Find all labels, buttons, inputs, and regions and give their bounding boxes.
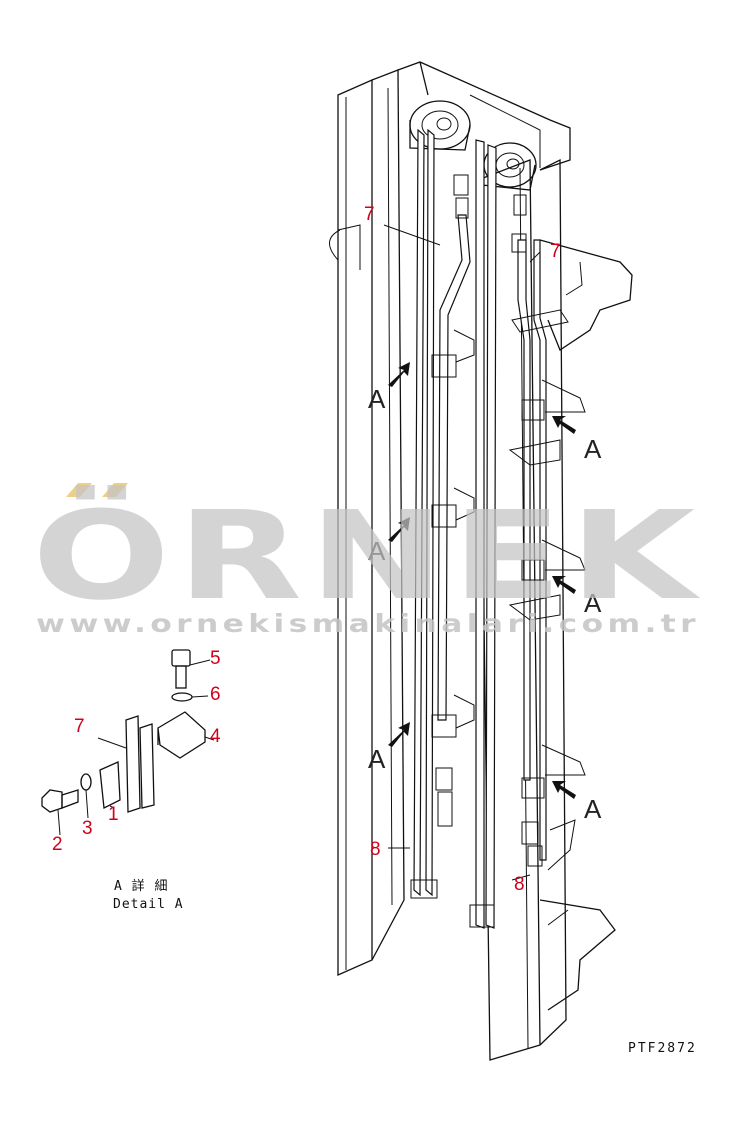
leader-lines [383,224,541,881]
washer-3 [80,773,92,791]
watermark-brand: ÖRNEK [32,485,702,627]
detail-caption-en: Detail A [113,897,184,912]
drawing-code: PTF2872 [628,1041,697,1056]
watermark: ÖRNEK www.ornekismakinalari.com.tr [32,483,702,638]
watermark-umlaut-left [66,483,92,497]
bolt-2 [41,789,79,813]
bolt-5 [171,649,191,689]
detail-a-exploded-view [41,649,215,836]
detail-leaders [57,659,215,836]
bracket-4 [157,711,206,759]
view-arrows [388,362,576,799]
callout-5: 5 [210,648,221,669]
callout-7-left: 7 [364,204,375,225]
callout-8-right: 8 [514,874,525,895]
view-marker-a: A [368,536,386,566]
view-marker-a: A [584,434,602,464]
view-marker-a: A [584,794,602,824]
hose-clamps-right [508,309,586,799]
view-marker-a: A [368,384,386,414]
callout-2: 2 [52,834,63,855]
callout-6: 6 [210,684,221,705]
washer-6 [171,692,193,702]
clamp-1 [99,761,121,810]
callout-8-left: 8 [370,839,381,860]
mast-top-crossmember [397,61,571,171]
left-sheave-pulley [409,100,471,151]
left-hose-bundle [413,128,497,929]
right-hose-bundle [517,239,547,861]
hose-clamps-left [431,329,475,738]
hose-fittings [410,174,543,928]
callout-4: 4 [210,726,221,747]
rail-plates [125,715,155,813]
outer-mast-rail-left [329,69,405,976]
callout-7-right: 7 [550,241,561,262]
view-marker-a: A [584,588,602,618]
detail-caption-jp: A 詳 細 [114,878,168,894]
callout-3: 3 [82,818,93,839]
callout-7-detail: 7 [74,716,85,737]
view-marker-a: A [368,744,386,774]
watermark-url: www.ornekismakinalari.com.tr [36,609,700,638]
callout-1: 1 [108,804,119,825]
watermark-umlaut-right [102,483,128,497]
